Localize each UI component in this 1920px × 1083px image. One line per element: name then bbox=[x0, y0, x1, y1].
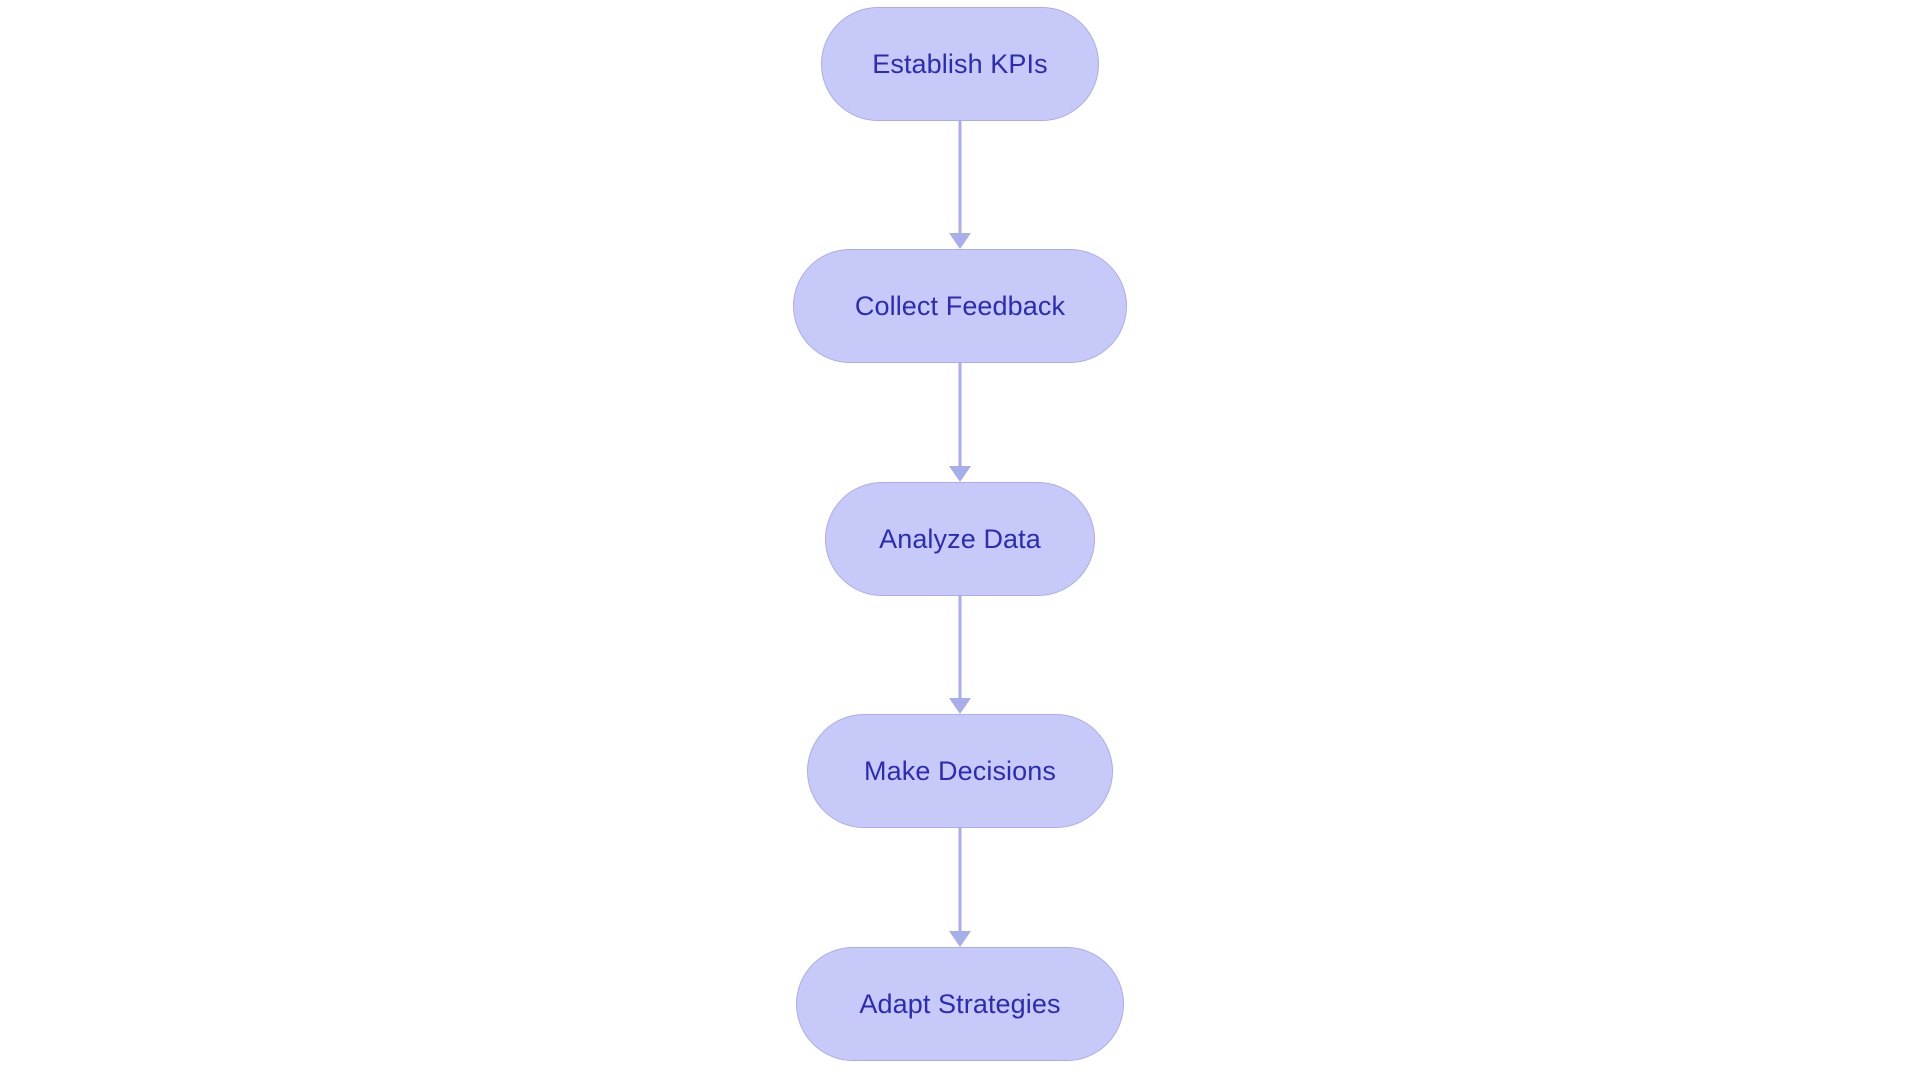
flow-node-label: Analyze Data bbox=[879, 523, 1041, 554]
flow-node-analyze-data[interactable]: Analyze Data bbox=[825, 482, 1095, 596]
flow-node-collect-feedback[interactable]: Collect Feedback bbox=[793, 249, 1127, 363]
edge-line bbox=[958, 121, 962, 233]
edge-line bbox=[958, 363, 962, 466]
flow-node-make-decisions[interactable]: Make Decisions bbox=[807, 714, 1113, 828]
arrowhead-down-icon bbox=[949, 931, 971, 947]
flow-node-establish-kpis[interactable]: Establish KPIs bbox=[821, 7, 1099, 121]
flow-node-label: Collect Feedback bbox=[854, 290, 1066, 321]
flow-node-label: Make Decisions bbox=[864, 755, 1056, 786]
flow-edge-analyze-data-to-make-decisions bbox=[948, 596, 972, 714]
flow-edge-establish-kpis-to-collect-feedback bbox=[948, 121, 972, 249]
flow-node-label: Adapt Strategies bbox=[859, 988, 1061, 1019]
arrowhead-down-icon bbox=[949, 233, 971, 249]
arrowhead-down-icon bbox=[949, 698, 971, 714]
flow-edge-make-decisions-to-adapt-strategies bbox=[948, 828, 972, 947]
flow-node-adapt-strategies[interactable]: Adapt Strategies bbox=[796, 947, 1124, 1061]
edge-line bbox=[958, 828, 962, 931]
flow-edge-collect-feedback-to-analyze-data bbox=[948, 363, 972, 482]
arrowhead-down-icon bbox=[949, 466, 971, 482]
edge-line bbox=[958, 596, 962, 698]
flow-node-label: Establish KPIs bbox=[872, 48, 1048, 79]
